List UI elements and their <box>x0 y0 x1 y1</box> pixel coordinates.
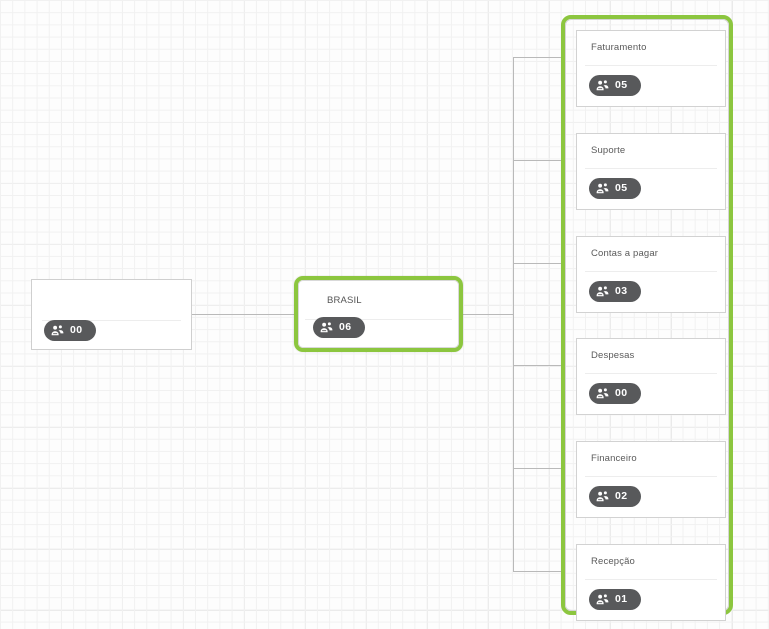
member-count-value: 02 <box>615 490 628 503</box>
connector-branch-2 <box>513 160 562 161</box>
divider <box>585 476 717 477</box>
group-people-icon <box>596 594 609 605</box>
member-count-value: 00 <box>70 324 83 337</box>
org-node-root[interactable]: 00 <box>31 279 192 350</box>
divider <box>585 168 717 169</box>
member-count-value: 01 <box>615 593 628 606</box>
org-group-container <box>565 19 729 611</box>
org-node-title: Recepção <box>591 556 635 567</box>
connector-branch-4 <box>513 365 562 366</box>
member-count-value: 00 <box>615 387 628 400</box>
connector-branch-6 <box>513 571 562 572</box>
group-people-icon <box>596 491 609 502</box>
org-node-child-0[interactable]: Faturamento 05 <box>576 30 726 107</box>
org-node-child-3[interactable]: Despesas 00 <box>576 338 726 415</box>
org-node-child-5[interactable]: Recepção 01 <box>576 544 726 621</box>
divider <box>42 320 181 321</box>
member-count-badge[interactable]: 01 <box>589 589 641 610</box>
group-people-icon <box>320 322 333 333</box>
divider <box>585 65 717 66</box>
org-node-title: Financeiro <box>591 453 637 464</box>
member-count-value: 03 <box>615 285 628 298</box>
member-count-badge[interactable]: 00 <box>44 320 96 341</box>
member-count-badge[interactable]: 00 <box>589 383 641 404</box>
org-node-brasil[interactable]: BRASIL 06 <box>298 280 459 348</box>
member-count-value: 05 <box>615 79 628 92</box>
org-node-title: Suporte <box>591 145 626 156</box>
member-count-badge[interactable]: 02 <box>589 486 641 507</box>
group-people-icon <box>51 325 64 336</box>
connector-branch-5 <box>513 468 562 469</box>
member-count-badge[interactable]: 05 <box>589 75 641 96</box>
member-count-badge[interactable]: 06 <box>313 317 365 338</box>
org-node-child-2[interactable]: Contas a pagar 03 <box>576 236 726 313</box>
org-group-selection-ring[interactable]: Faturamento 05 Suporte <box>561 15 733 621</box>
member-count-badge[interactable]: 05 <box>589 178 641 199</box>
group-people-icon <box>596 388 609 399</box>
org-node-brasil-selection-ring[interactable]: BRASIL 06 <box>294 276 463 352</box>
connector-brasil-to-trunk <box>463 314 514 315</box>
divider <box>585 579 717 580</box>
group-people-icon <box>596 286 609 297</box>
org-node-title: Contas a pagar <box>591 248 659 259</box>
org-node-title: Faturamento <box>591 42 647 53</box>
org-node-child-4[interactable]: Financeiro 02 <box>576 441 726 518</box>
divider <box>585 271 717 272</box>
member-count-badge[interactable]: 03 <box>589 281 641 302</box>
divider <box>305 319 452 320</box>
member-count-value: 05 <box>615 182 628 195</box>
member-count-value: 06 <box>339 321 352 334</box>
connector-branch-1 <box>513 57 562 58</box>
org-node-brasil-title: BRASIL <box>327 295 362 306</box>
org-node-title: Despesas <box>591 350 635 361</box>
divider <box>585 373 717 374</box>
connector-trunk-vertical <box>513 57 514 571</box>
org-node-child-1[interactable]: Suporte 05 <box>576 133 726 210</box>
group-people-icon <box>596 80 609 91</box>
connector-branch-3 <box>513 263 562 264</box>
group-people-icon <box>596 183 609 194</box>
connector-root-to-brasil <box>192 314 294 315</box>
